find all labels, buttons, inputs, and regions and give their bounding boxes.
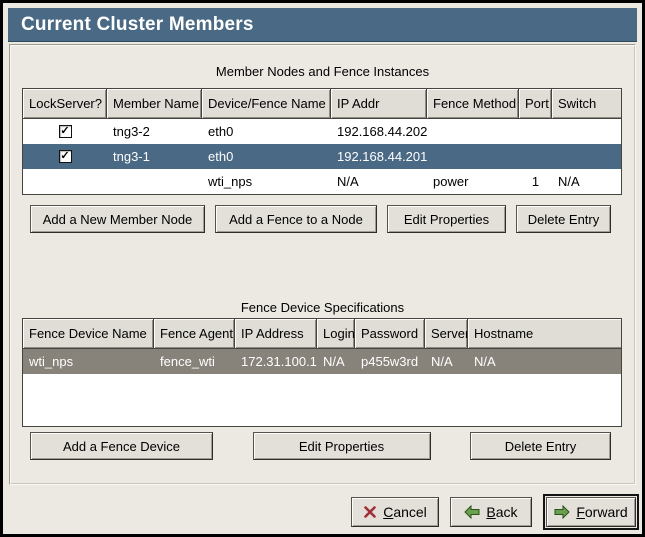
cell-switch: N/A (558, 174, 580, 189)
column-header-device-fence-name[interactable]: Device/Fence Name (202, 89, 331, 118)
back-arrow-icon (464, 505, 480, 519)
lockserver-checkbox[interactable]: ✓ (58, 125, 72, 138)
cell-device-fence-name: wti_nps (208, 174, 253, 189)
column-header-port[interactable]: Port (519, 89, 552, 118)
cell-fence-device-name: wti_nps (29, 354, 74, 369)
column-header-login[interactable]: Login (317, 319, 355, 348)
column-header-hostname[interactable]: Hostname (468, 319, 621, 348)
member-row-tng3-2[interactable]: ✓ tng3-2 eth0 192.168.44.202 (23, 119, 621, 144)
fence-devices-table-header: Fence Device Name Fence Agent IP Address… (23, 319, 621, 349)
column-header-ip-addr[interactable]: IP Addr (331, 89, 427, 118)
cell-port (519, 144, 552, 169)
back-button[interactable]: Back (450, 497, 532, 527)
fence-devices-table: Fence Device Name Fence Agent IP Address… (22, 318, 622, 427)
cell-login: N/A (323, 354, 345, 369)
delete-entry-button[interactable]: Delete Entry (516, 205, 611, 233)
cell-ip-addr: N/A (337, 174, 359, 189)
column-header-lockserver[interactable]: LockServer? (23, 89, 107, 118)
cell-password: p455w3rd (361, 354, 419, 369)
add-fence-device-button[interactable]: Add a Fence Device (30, 432, 213, 460)
cell-fence-agent: fence_wti (160, 354, 215, 369)
column-header-fence-device-name[interactable]: Fence Device Name (23, 319, 154, 348)
fence-devices-button-row: Add a Fence Device Edit Properties Delet… (30, 432, 611, 460)
delete-entry-button[interactable]: Delete Entry (470, 432, 611, 460)
back-label: Back (486, 504, 518, 520)
cell-hostname: N/A (474, 354, 496, 369)
empty-table-area (23, 374, 621, 426)
members-table: LockServer? Member Name Device/Fence Nam… (22, 88, 622, 195)
check-icon: ✓ (60, 125, 70, 137)
members-table-header: LockServer? Member Name Device/Fence Nam… (23, 89, 621, 119)
cell-switch (552, 144, 621, 169)
cell-port: 1 (531, 174, 540, 189)
members-button-row: Add a New Member Node Add a Fence to a N… (30, 205, 611, 233)
cell-member-name (107, 169, 202, 194)
cell-port (519, 119, 552, 144)
member-row-tng3-1-selected[interactable]: ✓ tng3-1 eth0 192.168.44.201 (23, 144, 621, 169)
cell-fence-method: power (433, 174, 469, 189)
cell-fence-method (427, 119, 519, 144)
footer-button-row: Cancel Back Forward (351, 493, 639, 531)
dialog-title: Current Cluster Members (8, 8, 637, 42)
members-table-caption: Member Nodes and Fence Instances (215, 64, 430, 79)
column-header-server[interactable]: Server (425, 319, 468, 348)
cancel-label: Cancel (383, 504, 427, 520)
default-button-ring: Forward (543, 494, 639, 530)
cell-ip-addr: 192.168.44.202 (337, 124, 427, 139)
cancel-button[interactable]: Cancel (351, 497, 439, 527)
fence-instance-row-wti-nps[interactable]: wti_nps N/A power 1 N/A (23, 169, 621, 194)
cell-device-fence-name: eth0 (208, 124, 234, 139)
cell-ip-addr: 192.168.44.201 (337, 149, 427, 164)
column-header-fence-method[interactable]: Fence Method (427, 89, 519, 118)
edit-properties-button[interactable]: Edit Properties (387, 205, 506, 233)
forward-arrow-icon (554, 505, 571, 519)
add-new-member-node-button[interactable]: Add a New Member Node (30, 205, 205, 233)
check-icon: ✓ (60, 150, 70, 162)
column-header-ip-address[interactable]: IP Address (235, 319, 317, 348)
cell-ip-address: 172.31.100.1 (241, 354, 317, 369)
cell-switch (552, 119, 621, 144)
column-header-password[interactable]: Password (355, 319, 425, 348)
cell-device-fence-name: eth0 (208, 149, 234, 164)
edit-properties-button[interactable]: Edit Properties (252, 432, 431, 460)
column-header-switch[interactable]: Switch (552, 89, 621, 118)
fence-devices-table-caption: Fence Device Specifications (240, 300, 405, 315)
cell-member-name: tng3-2 (113, 124, 150, 139)
add-fence-to-node-button[interactable]: Add a Fence to a Node (215, 205, 377, 233)
cancel-x-icon (363, 505, 377, 519)
cell-member-name: tng3-1 (113, 149, 150, 164)
forward-label: Forward (576, 504, 628, 520)
cell-fence-method (427, 144, 519, 169)
cell-server: N/A (431, 354, 453, 369)
column-header-fence-agent[interactable]: Fence Agent (154, 319, 235, 348)
lockserver-checkbox[interactable]: ✓ (58, 150, 72, 163)
forward-button[interactable]: Forward (546, 497, 636, 527)
dialog-window: Current Cluster Members Member Nodes and… (3, 3, 642, 534)
fence-device-row-wti-nps-selected[interactable]: wti_nps fence_wti 172.31.100.1 N/A p455w… (23, 349, 621, 374)
column-header-member-name[interactable]: Member Name (107, 89, 202, 118)
